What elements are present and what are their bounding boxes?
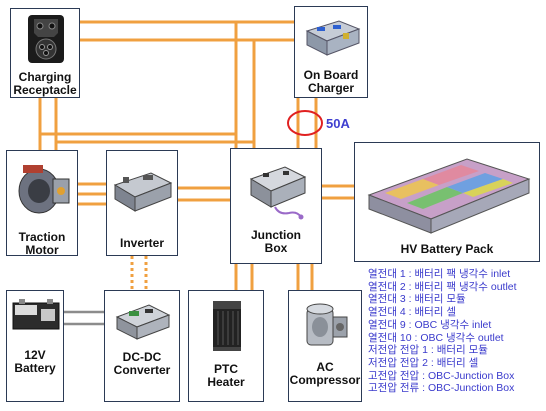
obc-label-1: On Board xyxy=(303,68,359,82)
ac-compressor-label-1: AC xyxy=(316,360,334,374)
ptc-heater-box: PTC Heater xyxy=(188,290,264,402)
legend-item: 저전압 전압 2 : 배터리 셀 xyxy=(368,356,479,369)
dc-dc-label-2: Converter xyxy=(113,363,171,377)
legend-item: 열전대 9 : OBC 냉각수 inlet xyxy=(368,318,492,331)
sensor-legend: 열전대 1 : 배터리 팩 냉각수 inlet 열전대 2 : 배터리 팩 냉각… xyxy=(368,268,517,395)
charging-plug-icon xyxy=(28,15,64,63)
ptc-heater-icon xyxy=(213,301,241,351)
inverter-label: Inverter xyxy=(119,236,165,250)
legend-item: 열전대 4 : 배터리 셀 xyxy=(368,306,457,319)
inverter-box: Inverter xyxy=(106,150,178,256)
dc-dc-icon xyxy=(115,304,171,340)
hv-cables xyxy=(38,20,356,292)
dc-dc-converter-box: DC-DC Converter xyxy=(104,290,180,402)
on-board-charger-box: On Board Charger xyxy=(294,6,368,98)
traction-motor-label-2: Motor xyxy=(25,243,59,257)
traction-motor-box: Traction Motor xyxy=(6,150,78,257)
dc-dc-label-1: DC-DC xyxy=(122,350,162,364)
lv-cables xyxy=(64,310,104,326)
hv-battery-pack-box: HV Battery Pack xyxy=(354,142,540,262)
junction-box-label-1: Junction xyxy=(251,228,301,242)
hv-battery-label: HV Battery Pack xyxy=(400,242,494,256)
legend-item: 고전압 전압 : OBC-Junction Box xyxy=(368,369,515,382)
charging-receptacle-box: Charging Receptacle xyxy=(10,8,80,98)
charging-receptacle-label-1: Charging xyxy=(18,70,72,84)
ac-compressor-box: AC Compressor xyxy=(288,290,362,402)
current-sensor-marker xyxy=(287,110,323,136)
legend-item: 열전대 3 : 배터리 모듈 xyxy=(368,293,466,306)
battery-12v-box: 12V Battery xyxy=(6,290,64,402)
ptc-label-2: Heater xyxy=(207,375,245,389)
ac-compressor-label-2: Compressor xyxy=(289,373,361,387)
junction-box-label-2: Box xyxy=(264,241,288,255)
junction-box-icon xyxy=(249,166,307,220)
legend-item: 열전대 2 : 배터리 팩 냉각수 outlet xyxy=(368,280,517,293)
junction-box-box: Junction Box xyxy=(230,148,322,264)
motor-icon xyxy=(18,165,70,214)
battery-12v-label-1: 12V xyxy=(24,348,46,362)
battery-pack-icon xyxy=(367,158,531,234)
legend-item: 열전대 1 : 배터리 팩 냉각수 inlet xyxy=(368,268,511,280)
12v-battery-icon xyxy=(12,299,60,330)
charging-receptacle-label-2: Receptacle xyxy=(13,83,77,97)
obc-label-2: Charger xyxy=(307,81,354,95)
ptc-label-1: PTC xyxy=(214,362,238,376)
ac-compressor-icon xyxy=(306,303,348,346)
legend-item: 고전압 전류 : OBC-Junction Box xyxy=(368,382,515,395)
battery-12v-label-2: Battery xyxy=(14,361,56,375)
inverter-icon xyxy=(113,172,173,212)
legend-item: 열전대 10 : OBC 냉각수 outlet xyxy=(368,331,504,344)
charger-module-icon xyxy=(305,20,361,56)
traction-motor-label-1: Traction xyxy=(18,230,66,244)
legend-item: 저전압 전압 1 : 배터리 모듈 xyxy=(368,344,488,357)
current-label: 50A xyxy=(326,116,350,131)
dashed-link xyxy=(130,256,148,290)
